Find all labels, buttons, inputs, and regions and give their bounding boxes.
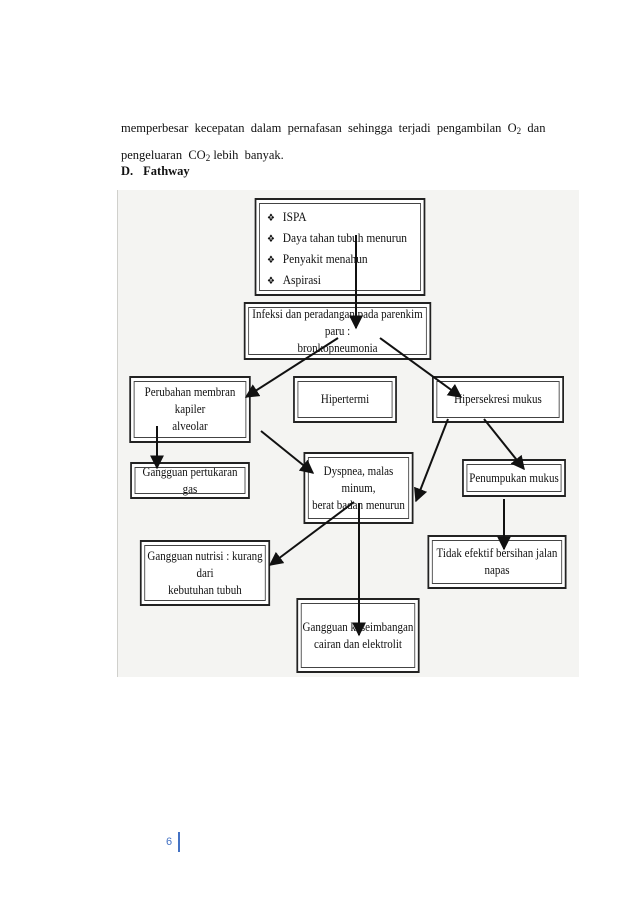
footer-divider [178,832,181,852]
page-number: 6 [166,836,173,848]
pathway-arrows [150,235,525,637]
cause-item: ❖Penyakit menahun [267,249,407,270]
box-infection: Infeksi dan peradangan pada parenkim par… [243,302,432,360]
cause-item: ❖Daya tahan tubuh menurun [267,228,407,249]
arrow-hypersecretion-to-mucus [483,418,525,471]
arrow-hypersecretion-to-dyspnea [414,418,449,503]
cause-item: ❖ISPA [267,207,407,228]
diamond-bullet-icon: ❖ [266,255,275,266]
box-causes: ❖ISPA ❖Daya tahan tubuh menurun ❖Penyaki… [254,198,426,296]
cause-item: ❖Aspirasi [267,270,407,291]
causes-list: ❖ISPA ❖Daya tahan tubuh menurun ❖Penyaki… [256,200,407,291]
arrow-dyspnea-to-nutrition [268,501,355,566]
box-dyspnea: Dyspnea, malas minum, berat badan menuru… [303,452,414,524]
box-membrane-change: Perubahan membran kapiler alveolar [129,376,251,443]
pathway-diagram: ❖ISPA ❖Daya tahan tubuh menurun ❖Penyaki… [117,190,579,677]
box-nutrition: Gangguan nutrisi : kurang dari kebutuhan… [139,540,271,606]
paragraph-line-2: pengeluaran CO2 lebih banyak. [121,148,284,163]
box-hypertermia: Hipertermi [293,376,397,423]
section-number: D. [121,164,134,178]
box-fluid-electrolyte: Gangguan keseimbangan cairan dan elektro… [296,598,420,673]
diamond-bullet-icon: ❖ [266,276,275,287]
diamond-bullet-icon: ❖ [266,234,275,245]
intro-paragraph: memperbesar kecepatan dalam pernafasan s… [121,117,551,169]
section-heading: D. Fathway [121,164,200,179]
arrow-infection-to-hypersecretion [379,337,463,398]
arrow-infection-to-membrane [244,337,339,398]
diamond-bullet-icon: ❖ [266,213,275,224]
paragraph-line-1: memperbesar kecepatan dalam pernafasan s… [121,121,546,136]
section-title: Fathway [143,164,190,178]
page-footer: 6 [166,832,181,852]
box-hypersecretion: Hipersekresi mukus [432,376,564,423]
box-mucus-buildup: Penumpukan mukus [462,459,566,497]
arrow-membrane-to-dyspnea [260,430,315,474]
